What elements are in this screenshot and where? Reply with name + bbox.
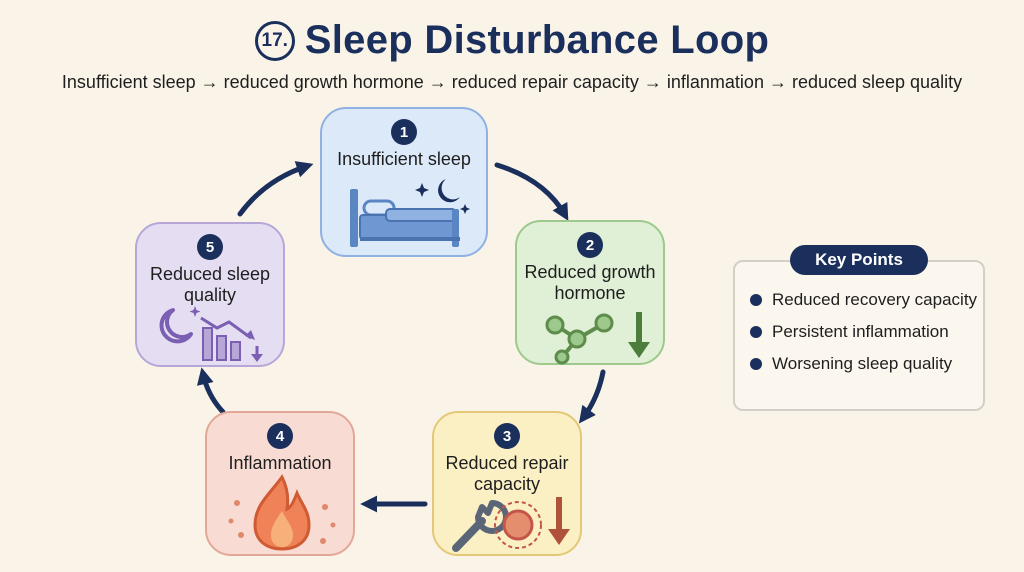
- key-points-list: Reduced recovery capacity Persistent inf…: [750, 289, 980, 385]
- key-point-item: Reduced recovery capacity: [750, 289, 980, 310]
- bullet-icon: [750, 294, 762, 306]
- step-badge: 1: [391, 119, 417, 145]
- step-badge: 4: [267, 423, 293, 449]
- flame-icon: [228, 474, 336, 551]
- page-subtitle: Insufficient sleep → reduced growth horm…: [61, 72, 963, 92]
- cycle-node-reduced-repair-capacity: 3 Reduced repair capacity: [432, 411, 582, 556]
- cycle-node-inflammation: 4 Inflammation: [205, 411, 355, 556]
- cycle-node-reduced-growth-hormone: 2 Reduced growth hormone: [515, 220, 665, 365]
- wrench-cell-down-arrow-icon: [452, 497, 570, 552]
- cycle-node-insufficient-sleep: 1 Insufficient sleep: [320, 107, 488, 257]
- key-points-title: Key Points: [790, 245, 928, 275]
- node-label: Reduced repair capacity: [445, 453, 569, 494]
- bed-moon-icon: [350, 179, 470, 247]
- arrow-2-to-3: [578, 369, 606, 424]
- key-point-item: Worsening sleep quality: [750, 353, 980, 374]
- key-point-text: Reduced recovery capacity: [772, 290, 978, 309]
- page-title: Sleep Disturbance Loop: [304, 18, 770, 62]
- key-point-text: Persistent inflammation: [772, 322, 949, 341]
- arrow-1-to-2: [494, 162, 569, 221]
- title-number-badge: 17.: [254, 20, 295, 61]
- title-block: 17. Sleep Disturbance Loop: [0, 18, 1024, 63]
- bullet-icon: [750, 326, 762, 338]
- molecule-down-arrow-icon: [545, 312, 650, 365]
- step-badge: 3: [494, 423, 520, 449]
- arrow-4-to-5: [196, 367, 226, 415]
- key-point-item: Persistent inflammation: [750, 321, 980, 342]
- key-point-text: Worsening sleep quality: [772, 354, 953, 373]
- node-label: Reduced sleep quality: [149, 264, 271, 305]
- bullet-icon: [750, 358, 762, 370]
- moon-bar-chart-down-icon: [159, 306, 263, 362]
- cycle-node-reduced-sleep-quality: 5 Reduced sleep quality: [135, 222, 285, 367]
- key-points-panel: [733, 260, 985, 411]
- node-label: Reduced growth hormone: [524, 262, 656, 303]
- step-badge: 2: [577, 232, 603, 258]
- node-label: Insufficient sleep: [337, 149, 471, 169]
- node-label: Inflammation: [228, 453, 332, 473]
- step-badge: 5: [197, 234, 223, 260]
- arrow-5-to-1: [237, 161, 314, 217]
